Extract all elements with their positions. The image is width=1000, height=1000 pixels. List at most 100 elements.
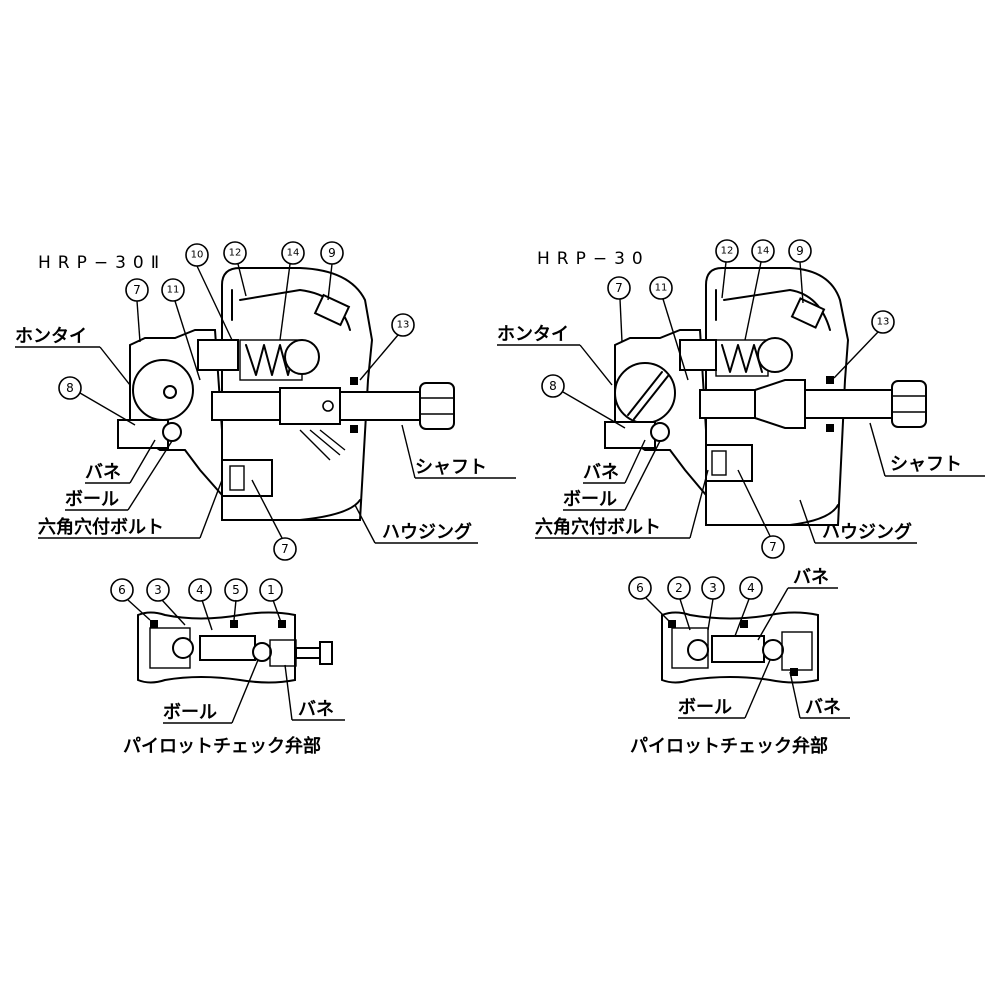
right-pilot-callout-4-text: 4: [747, 581, 755, 595]
right-pilot-check-valve: 6 2 3 4 バネ ボール バネ パイロットチェック弁部: [628, 567, 850, 757]
left-lower-plug: [117, 419, 169, 449]
right-label-housing: ハウジング: [822, 521, 912, 543]
left-spring: [245, 344, 297, 376]
left-label-shaft: シャフト: [415, 457, 487, 478]
right-pilot-callout-2: [667, 576, 691, 600]
left-pilot-stem: [295, 647, 323, 659]
left-pilot-label-ball: ボール: [163, 702, 217, 723]
right-label-ball: ボール: [563, 489, 617, 510]
left-shaft-pin: [322, 400, 334, 412]
left-callout-13: [391, 313, 415, 337]
right-pilot-callout-4: [739, 576, 763, 600]
right-shaft-collar: [754, 379, 806, 429]
left-pilot-callout-3-text: 3: [154, 583, 162, 597]
left-callout-12-text: 12: [229, 248, 242, 259]
left-pilot-callout-1: [259, 578, 283, 602]
right-shaft-nut: [891, 380, 927, 428]
left-rotor: [132, 359, 194, 421]
left-pilot-callout-6: [110, 578, 134, 602]
left-bolt-9: [313, 293, 351, 327]
left-shaft-nut: [419, 382, 455, 430]
left-pilot-callout-3: [146, 578, 170, 602]
left-callout-8-text: 8: [66, 381, 74, 395]
left-check-ball: [162, 422, 182, 442]
right-label-hex-bolt: 六角穴付ボルト: [535, 516, 661, 538]
left-pilot-ball-right: [252, 642, 272, 662]
right-label-hontai: ホンタイ: [497, 324, 569, 345]
right-label-shaft: シャフト: [890, 454, 962, 475]
right-pilot-ball-left: [687, 639, 709, 661]
left-seal-top: [350, 377, 358, 385]
left-callout-11: [161, 278, 185, 302]
right-housing-bottom: [705, 504, 839, 526]
left-callout-12: [223, 241, 247, 265]
right-pilot-callout-6: [628, 576, 652, 600]
right-callout-7a-text: 7: [615, 281, 623, 295]
left-label-hontai: ホンタイ: [15, 326, 87, 347]
right-pilot-label-bane-top: バネ: [793, 567, 829, 588]
left-callouts: 10 12 14 9 7 11 13 8 7: [58, 241, 415, 561]
left-callout-7b-text: 7: [281, 542, 289, 556]
right-seal-bottom: [826, 424, 834, 432]
right-callout-13: [871, 310, 895, 334]
left-callout-11-text: 11: [167, 285, 180, 296]
left-pump-drawing: [117, 267, 455, 521]
left-pilot-knob: [319, 641, 333, 665]
left-label-housing: ハウジング: [382, 521, 472, 543]
left-pilot-ball-left: [172, 637, 194, 659]
right-pilot-ball-right: [762, 639, 784, 661]
left-model-title: HRP−30Ⅱ: [38, 253, 166, 273]
right-callout-12: [715, 239, 739, 263]
right-bolt-9: [790, 297, 826, 329]
left-pilot-caption: パイロットチェック弁部: [123, 735, 321, 757]
right-callout-7b: [761, 535, 785, 559]
right-labels: ホンタイ バネ ボール 六角穴付ボルト シャフト ハウジング: [497, 324, 985, 544]
right-callout-12-text: 12: [721, 246, 734, 257]
left-callout-14-text: 14: [287, 248, 300, 259]
left-valve-block: [197, 339, 239, 371]
right-callout-8: [541, 374, 565, 398]
right-seal-top: [826, 376, 834, 384]
right-housing-inner: [715, 289, 831, 331]
right-callout-11-text: 11: [655, 283, 668, 294]
right-callout-9-text: 9: [796, 244, 804, 258]
right-spring-ball: [757, 337, 793, 373]
right-callout-14-text: 14: [757, 246, 770, 257]
right-check-ball: [650, 422, 670, 442]
left-hatch: [299, 429, 346, 461]
right-rotor-slot: [627, 371, 663, 416]
right-callout-8-text: 8: [549, 379, 557, 393]
right-assembly: HRP−30 12: [497, 239, 985, 757]
right-callout-11: [649, 276, 673, 300]
left-seal-bottom: [350, 425, 358, 433]
right-label-bane: バネ: [583, 462, 619, 483]
left-pilot-spool: [199, 635, 256, 661]
left-callout-13-text: 13: [397, 320, 410, 331]
right-pilot-callout-3-text: 3: [709, 581, 717, 595]
right-pilot-caption: パイロットチェック弁部: [630, 735, 828, 757]
left-pilot-callout-5-text: 5: [232, 583, 240, 597]
left-callout-7a-text: 7: [133, 283, 141, 297]
left-spring-ball: [284, 339, 320, 375]
right-callout-13-text: 13: [877, 317, 890, 328]
right-pump-drawing: [604, 267, 927, 526]
right-callout-14: [751, 239, 775, 263]
left-rotor-hub: [163, 385, 177, 399]
left-label-bane: バネ: [85, 462, 121, 483]
left-pilot-check-valve: 6 3 4 5 1 ボール バネ パイロットチェック弁部: [110, 578, 345, 757]
left-callout-7b: [273, 537, 297, 561]
left-pilot-callout-4-text: 4: [196, 583, 204, 597]
right-pilot-callout-6-text: 6: [636, 581, 644, 595]
left-callout-8: [58, 376, 82, 400]
right-lower-plug: [604, 421, 656, 449]
left-label-ball: ボール: [65, 489, 119, 510]
left-assembly: HRP−30Ⅱ: [15, 241, 516, 757]
left-callout-14: [281, 241, 305, 265]
right-pilot-spool: [711, 635, 765, 663]
left-labels: ホンタイ バネ ボール 六角穴付ボルト シャフト ハウジング: [15, 326, 516, 544]
left-label-hex-bolt: 六角穴付ボルト: [38, 516, 164, 538]
right-callout-7a: [607, 276, 631, 300]
right-callout-7b-text: 7: [769, 540, 777, 554]
left-pilot-callout-6-text: 6: [118, 583, 126, 597]
